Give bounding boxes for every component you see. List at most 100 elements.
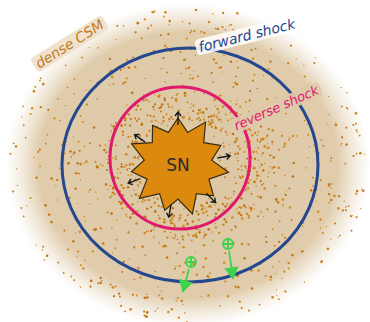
csm-dot bbox=[175, 235, 177, 237]
csm-dot bbox=[222, 203, 224, 205]
csm-dot bbox=[330, 239, 331, 240]
csm-dot bbox=[162, 120, 164, 122]
csm-dot bbox=[235, 139, 238, 142]
csm-dot bbox=[146, 231, 148, 233]
csm-dot bbox=[184, 95, 187, 98]
csm-dot bbox=[274, 245, 276, 247]
csm-dot bbox=[150, 24, 152, 26]
csm-dot bbox=[245, 207, 247, 209]
csm-dot bbox=[107, 189, 109, 191]
csm-dot bbox=[214, 204, 215, 205]
csm-dot bbox=[259, 196, 262, 199]
csm-dot bbox=[16, 168, 17, 169]
csm-dot bbox=[212, 122, 214, 124]
csm-dot bbox=[153, 197, 154, 198]
csm-dot bbox=[259, 166, 260, 167]
csm-dot bbox=[44, 204, 47, 207]
csm-dot bbox=[112, 83, 114, 85]
csm-dot bbox=[99, 277, 102, 280]
csm-dot bbox=[122, 82, 124, 84]
csm-dot bbox=[265, 275, 267, 277]
csm-dot bbox=[146, 296, 149, 299]
csm-dot bbox=[40, 106, 42, 108]
csm-dot bbox=[248, 309, 250, 311]
csm-dot bbox=[355, 216, 357, 218]
csm-dot bbox=[46, 254, 49, 257]
csm-dot bbox=[278, 167, 280, 169]
csm-dot bbox=[196, 274, 198, 276]
csm-dot bbox=[95, 191, 96, 192]
csm-dot bbox=[120, 184, 122, 186]
csm-dot bbox=[76, 256, 77, 257]
csm-dot bbox=[268, 172, 269, 173]
csm-dot bbox=[146, 99, 148, 101]
csm-dot bbox=[126, 216, 128, 218]
csm-dot bbox=[309, 146, 311, 148]
csm-dot bbox=[262, 169, 265, 172]
csm-dot bbox=[292, 175, 295, 178]
csm-dot bbox=[161, 123, 163, 125]
csm-dot bbox=[114, 158, 116, 160]
csm-dot bbox=[23, 216, 25, 218]
csm-dot bbox=[274, 185, 276, 187]
csm-dot bbox=[198, 109, 200, 111]
csm-dot bbox=[172, 118, 174, 120]
csm-dot bbox=[304, 76, 306, 78]
csm-dot bbox=[36, 244, 37, 245]
csm-dot bbox=[259, 141, 261, 143]
csm-dot bbox=[184, 312, 185, 313]
csm-dot bbox=[201, 296, 202, 297]
csm-dot bbox=[44, 259, 46, 261]
csm-dot bbox=[341, 106, 343, 108]
csm-dot bbox=[126, 59, 128, 61]
csm-dot bbox=[45, 143, 47, 145]
csm-dot bbox=[89, 285, 91, 287]
csm-dot bbox=[260, 211, 262, 213]
csm-dot bbox=[214, 127, 217, 130]
csm-dot bbox=[274, 211, 276, 213]
csm-dot bbox=[137, 157, 139, 159]
csm-dot bbox=[236, 103, 238, 105]
csm-dot bbox=[73, 93, 75, 95]
csm-dot bbox=[100, 227, 102, 229]
csm-dot bbox=[56, 179, 58, 181]
csm-dot bbox=[144, 232, 146, 234]
csm-dot bbox=[157, 286, 159, 288]
csm-dot bbox=[17, 185, 19, 187]
csm-dot bbox=[164, 11, 167, 14]
csm-dot bbox=[218, 95, 220, 97]
csm-dot bbox=[15, 145, 17, 147]
csm-dot bbox=[270, 166, 271, 167]
csm-dot bbox=[212, 81, 214, 83]
csm-dot bbox=[257, 153, 258, 154]
csm-dot bbox=[271, 167, 272, 168]
csm-dot bbox=[166, 256, 169, 259]
csm-dot bbox=[155, 120, 156, 121]
csm-dot bbox=[231, 24, 233, 26]
csm-dot bbox=[144, 18, 146, 20]
csm-dot bbox=[172, 215, 174, 217]
csm-dot bbox=[204, 116, 205, 117]
csm-dot bbox=[164, 45, 167, 48]
csm-dot bbox=[136, 141, 138, 143]
csm-dot bbox=[182, 246, 185, 249]
csm-dot bbox=[115, 247, 117, 249]
csm-dot bbox=[246, 213, 248, 215]
csm-dot bbox=[83, 216, 85, 218]
csm-dot bbox=[262, 152, 264, 154]
csm-dot bbox=[261, 155, 262, 156]
csm-dot bbox=[215, 213, 218, 216]
csm-dot bbox=[236, 157, 237, 158]
csm-dot bbox=[188, 22, 190, 24]
csm-dot bbox=[188, 285, 190, 287]
csm-dot bbox=[235, 76, 237, 78]
csm-dot bbox=[330, 160, 332, 162]
csm-dot bbox=[71, 156, 73, 158]
csm-dot bbox=[301, 250, 304, 253]
csm-dot bbox=[204, 234, 207, 237]
csm-dot bbox=[166, 237, 168, 239]
csm-dot bbox=[84, 220, 85, 221]
csm-dot bbox=[72, 240, 74, 242]
csm-dot bbox=[304, 281, 305, 282]
